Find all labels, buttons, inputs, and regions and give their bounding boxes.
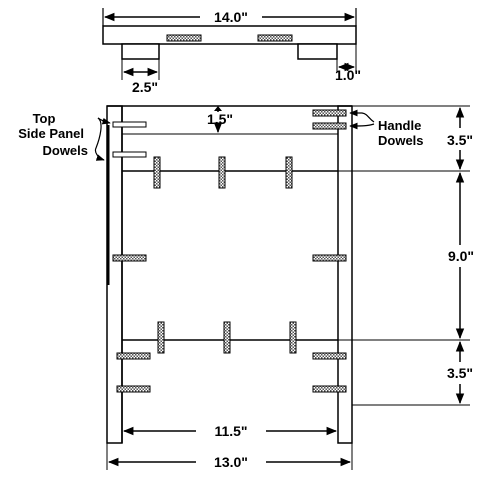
handle-dowel	[312, 122, 347, 130]
top-board	[102, 25, 357, 45]
top-side-panel-dowel	[112, 121, 147, 128]
dim-label-upper-height: 3.5"	[447, 132, 473, 148]
top-board-dowel	[257, 34, 293, 42]
shelf-dowel	[218, 156, 226, 189]
callout-top-side-panel-line1: Top	[33, 111, 56, 126]
left-foot	[121, 43, 160, 60]
callout-leader-handle	[349, 122, 375, 130]
top-board-dowel	[166, 34, 202, 42]
shelf-dowel	[289, 321, 297, 354]
dim-label-lower-height: 3.5"	[447, 365, 473, 381]
side-dowel	[312, 254, 347, 262]
shelf-dowel	[157, 321, 165, 354]
callout-top-side-panel-line3: Dowels	[42, 143, 88, 158]
side-dowel	[112, 254, 147, 262]
top-view: 14.0" 2.5" 1.0"	[102, 8, 361, 95]
dim-label-foot-inset: 1.0"	[335, 67, 361, 83]
right-foot	[297, 43, 338, 60]
callout-handle-line2: Dowels	[378, 133, 424, 148]
dim-arrowhead	[214, 106, 222, 111]
dim-label-top-gap: 1.5"	[207, 111, 233, 127]
callout-leader-top-side-panel	[97, 117, 111, 125]
top-side-panel-dowel	[112, 151, 147, 158]
front-view: 1.5" 3.5" 9.0" 3.5" 11.5" 13.0" Top Side…	[18, 105, 474, 470]
shelf-dowel	[153, 156, 161, 189]
shelf-dowel	[285, 156, 293, 189]
dim-label-outer-width: 13.0"	[214, 454, 248, 470]
side-dowel	[116, 352, 151, 360]
callout-top-side-panel-line2: Side Panel	[18, 126, 84, 141]
callout-leader-top-side-panel	[94, 117, 105, 161]
callout-handle-line1: Handle	[378, 118, 421, 133]
shelf-dowel	[223, 321, 231, 354]
dim-label-middle-height: 9.0"	[448, 248, 474, 264]
side-dowel	[312, 385, 347, 393]
side-dowel	[116, 385, 151, 393]
dim-label-top-width: 14.0"	[214, 9, 248, 25]
side-dowel	[312, 352, 347, 360]
dim-label-inner-width: 11.5"	[214, 423, 247, 439]
dim-label-foot-width: 2.5"	[132, 79, 158, 95]
handle-dowel	[312, 109, 347, 117]
callout-leader-handle	[349, 109, 375, 123]
